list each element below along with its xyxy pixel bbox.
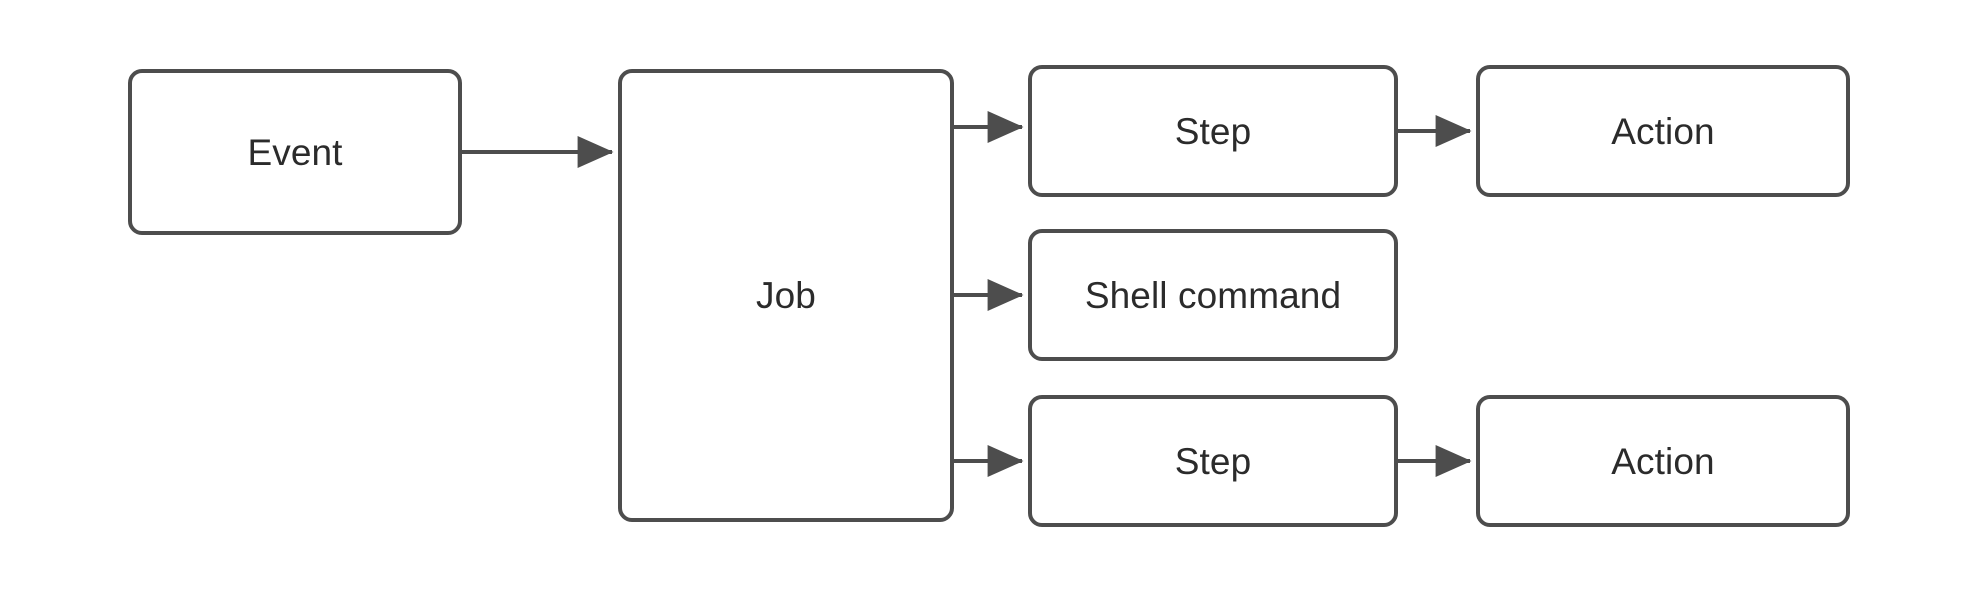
node-step-top[interactable]: Step	[1028, 65, 1398, 197]
node-action-top[interactable]: Action	[1476, 65, 1850, 197]
node-event-label: Event	[247, 131, 343, 173]
node-job-label: Job	[756, 275, 816, 316]
node-action-top-label: Action	[1611, 110, 1715, 152]
node-step-bottom-label: Step	[1174, 440, 1252, 482]
node-action-bottom[interactable]: Action	[1476, 395, 1850, 527]
node-event[interactable]: Event	[128, 69, 462, 235]
node-action-bottom-label: Action	[1611, 440, 1715, 482]
node-shell-command[interactable]: Shell command	[1028, 229, 1398, 361]
node-job[interactable]: Job	[618, 69, 954, 522]
node-shell-command-label: Shell command	[1084, 274, 1342, 316]
node-step-bottom[interactable]: Step	[1028, 395, 1398, 527]
node-step-top-label: Step	[1174, 110, 1252, 152]
